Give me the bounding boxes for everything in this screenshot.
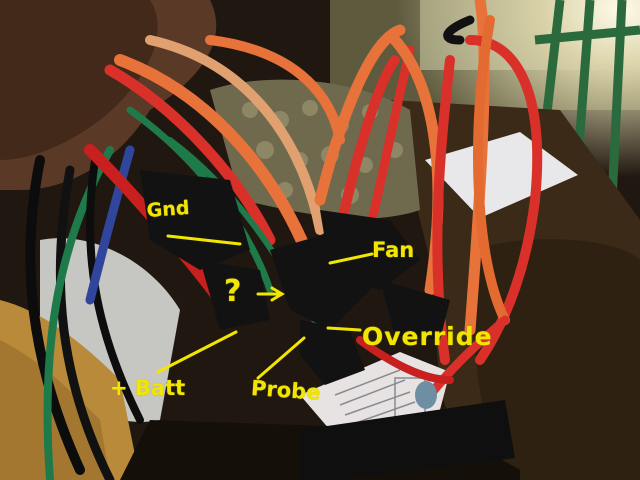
probe-label: Probe [250, 376, 322, 405]
fan-pointer-line [328, 252, 374, 265]
probe-pointer-line [256, 336, 306, 380]
annotation-lines [156, 234, 374, 380]
green-railing [534, 0, 640, 201]
unknown-wire-label: ? [224, 274, 242, 309]
left-wires [25, 145, 144, 480]
gnd-pointer-line [166, 234, 242, 246]
gnd-label: Gnd [146, 197, 191, 222]
hand-shadow [0, 0, 158, 160]
override-label: Override [362, 322, 493, 351]
fan-label: Fan [372, 238, 415, 262]
unknown-arrow [256, 286, 285, 302]
batt-pointer-line [156, 330, 238, 374]
connectors [140, 170, 450, 385]
override-pointer-line [326, 326, 362, 332]
batt-label: + Batt [110, 376, 186, 400]
black-device [300, 400, 515, 480]
ring-terminal [415, 381, 437, 409]
